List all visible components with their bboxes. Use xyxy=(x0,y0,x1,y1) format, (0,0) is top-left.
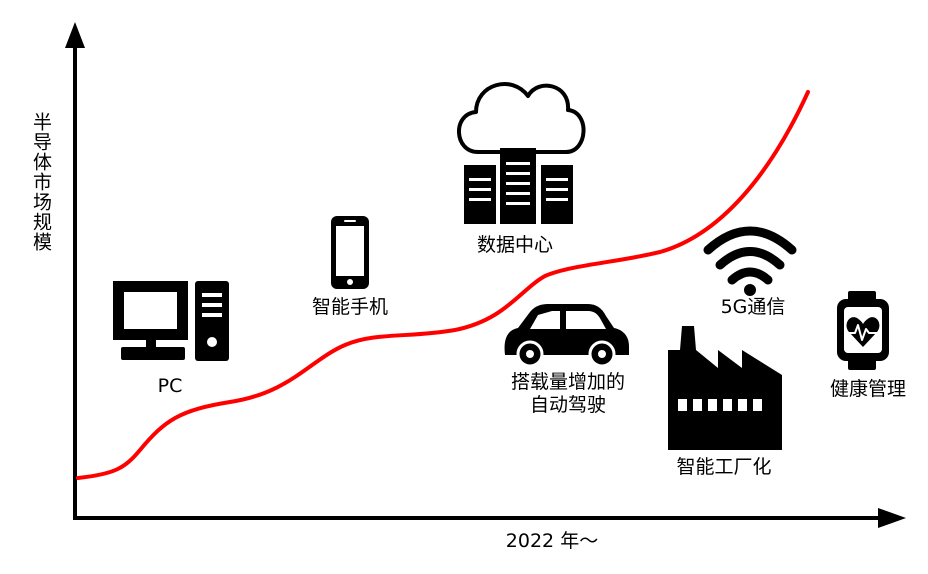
smartwatch-heart-icon xyxy=(837,291,889,370)
y-axis xyxy=(65,22,85,518)
car-label: 搭载量增加的 自动驾驶 xyxy=(510,371,626,416)
pc-label: PC xyxy=(157,375,183,397)
datacenter-label: 数据中心 xyxy=(476,234,554,256)
x-axis xyxy=(73,508,906,528)
health-label: 健康管理 xyxy=(829,378,907,400)
cloud-server-icon xyxy=(457,82,586,224)
desktop-computer-icon xyxy=(113,281,229,361)
growth-curve xyxy=(76,90,810,480)
factory-icon xyxy=(668,326,782,450)
5g-label: 5G通信 xyxy=(720,296,786,318)
y-axis-label: 半导体市场规模 xyxy=(30,112,52,252)
x-axis-label: 2022 年～ xyxy=(505,530,599,552)
smartphone-label: 智能手机 xyxy=(311,296,389,318)
car-icon xyxy=(504,304,629,368)
x-axis-arrowhead xyxy=(878,508,906,528)
smartphone-icon xyxy=(331,216,369,289)
factory-label: 智能工厂化 xyxy=(676,456,772,478)
wifi-signal-icon xyxy=(703,226,797,296)
y-axis-arrowhead xyxy=(65,22,85,48)
